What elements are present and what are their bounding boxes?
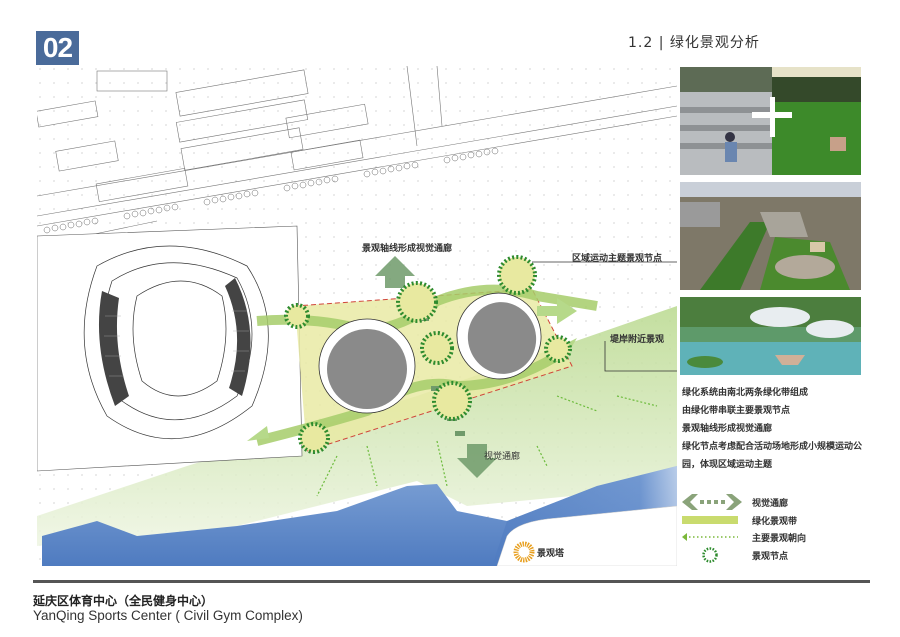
photo-skate-lawn-image xyxy=(680,67,861,175)
legend-label: 主要景观朝向 xyxy=(752,534,807,544)
visual-corridor-arrow-icon xyxy=(682,494,742,510)
description-list: 绿化系统由南北两条绿化带组成 由绿化带串联主要景观节点 景观轴线形成视觉通廊 绿… xyxy=(682,384,882,474)
photo-rendering xyxy=(680,297,861,375)
description-line: 由绿化带串联主要景观节点 xyxy=(682,406,791,416)
legend-label: 景观节点 xyxy=(752,551,789,562)
annotation-embankment: 堤岸附近景观 xyxy=(610,335,665,345)
legend-label: 绿化景观带 xyxy=(752,516,798,527)
view-direction-arrow-icon xyxy=(682,533,738,541)
landscape-node-ring-icon xyxy=(702,546,718,563)
photo-skate-lawn xyxy=(680,67,861,175)
page-number-badge: 02 xyxy=(36,31,79,65)
site-plan-drawing xyxy=(37,66,677,566)
footer-title-en: YanQing Sports Center ( Civil Gym Comple… xyxy=(33,608,303,623)
site-plan-map: 景观轴线形成视觉通廊 区域运动主题景观节点 堤岸附近景观 视觉通廊 景观塔 xyxy=(37,66,677,566)
photo-rendering-image xyxy=(680,297,861,375)
footer-divider xyxy=(33,580,870,583)
section-title: 1.2 | 绿化景观分析 xyxy=(628,35,760,51)
description-line: 绿化系统由南北两条绿化带组成 xyxy=(682,388,809,398)
photo-linear-park xyxy=(680,182,861,290)
green-band-bar-icon xyxy=(682,515,738,524)
description-line: 园，体现区域运动主题 xyxy=(682,460,773,470)
annotation-regional-node: 区域运动主题景观节点 xyxy=(572,254,663,264)
photo-linear-park-image xyxy=(680,182,861,290)
description-line: 绿化节点考虑配合活动场地形成小规模运动公 xyxy=(682,442,863,452)
annotation-tower: 景观塔 xyxy=(537,549,565,559)
footer-title-cn: 延庆区体育中心（全民健身中心） xyxy=(33,594,214,608)
annotation-visual-corridor: 视觉通廊 xyxy=(484,452,521,462)
legend-label: 视觉通廊 xyxy=(752,499,789,509)
description-line: 景观轴线形成视觉通廊 xyxy=(682,424,773,434)
annotation-axis-label: 景观轴线形成视觉通廊 xyxy=(362,244,453,254)
